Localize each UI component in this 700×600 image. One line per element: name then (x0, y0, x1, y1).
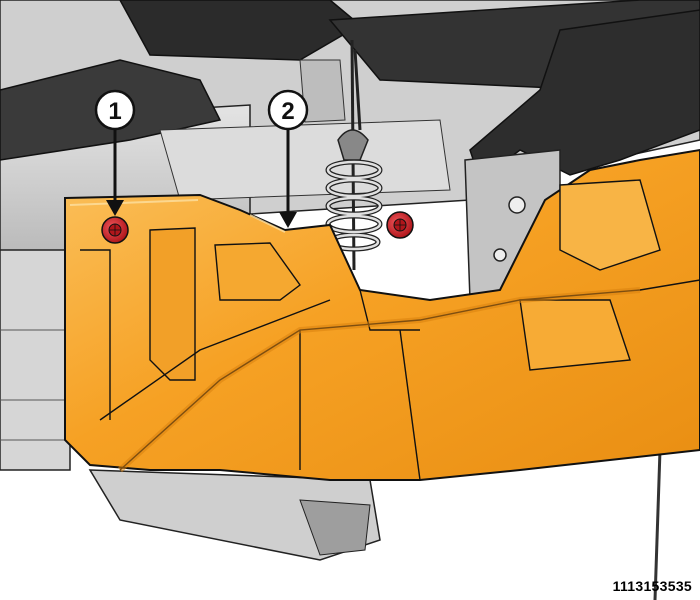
fastener-bolt-icon (101, 216, 129, 244)
callout-label-1: 1 (108, 98, 121, 125)
fastener-bolt-icon (386, 211, 414, 239)
figure-number: 1113153535 (612, 578, 692, 594)
spring-assembly (325, 39, 383, 271)
callout-label-2: 2 (281, 98, 294, 125)
callout-bubble-1: 1 (94, 89, 136, 131)
callout-bubble-2: 2 (267, 89, 309, 131)
callout-leader-2 (279, 128, 297, 228)
callout-leader-1 (106, 128, 124, 216)
splash-shield (64, 148, 700, 481)
